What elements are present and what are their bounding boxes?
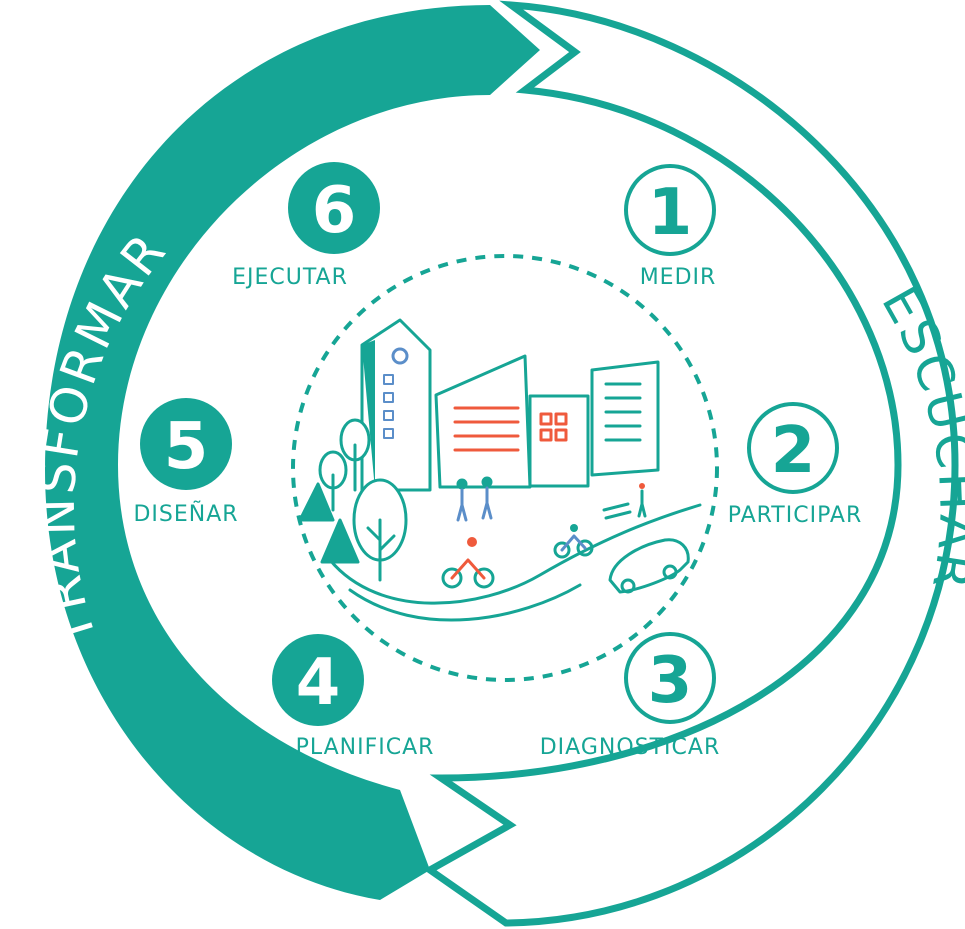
step-6-badge xyxy=(288,162,380,254)
step-4-label: PLANIFICAR xyxy=(296,735,435,760)
step-3-label: DIAGNOSTICAR xyxy=(540,735,721,760)
pedestrian-icon xyxy=(456,476,647,522)
road-line xyxy=(348,583,582,622)
step-1-badge xyxy=(624,164,716,256)
tree-icon xyxy=(298,418,408,582)
step-1: 1 MEDIR xyxy=(624,164,717,290)
step-2-label: PARTICIPAR xyxy=(728,503,863,528)
dashed-circle xyxy=(291,254,719,682)
step-4-badge xyxy=(272,634,364,726)
step-5: 5 DISEÑAR xyxy=(133,398,238,527)
escuchar-arrow xyxy=(423,0,959,927)
building-icon xyxy=(590,360,660,477)
step-6-number: 6 xyxy=(312,174,357,248)
step-5-number: 5 xyxy=(164,410,209,484)
step-1-number: 1 xyxy=(648,176,693,250)
step-4-number: 4 xyxy=(296,646,341,720)
step-4: 4 PLANIFICAR xyxy=(272,634,435,760)
step-6: 6 EJECUTAR xyxy=(232,162,380,290)
road-line xyxy=(328,503,702,605)
step-2-number: 2 xyxy=(771,414,816,488)
step-5-label: DISEÑAR xyxy=(133,500,238,527)
step-6-label: EJECUTAR xyxy=(232,265,348,290)
step-5-badge xyxy=(140,398,232,490)
building-icon xyxy=(434,354,532,489)
step-1-label: MEDIR xyxy=(640,265,717,290)
cyclist-icon xyxy=(441,524,594,589)
step-3-number: 3 xyxy=(648,644,693,718)
bench-icon xyxy=(602,502,632,520)
step-2-badge xyxy=(747,402,839,494)
transformar-arrow xyxy=(45,5,540,900)
city-illustration xyxy=(298,318,702,622)
step-2: 2 PARTICIPAR xyxy=(728,402,863,528)
step-3-badge xyxy=(624,632,716,724)
building-icon xyxy=(528,394,590,488)
building-icon xyxy=(360,318,432,492)
step-3: 3 DIAGNOSTICAR xyxy=(540,632,721,760)
car-icon xyxy=(608,538,690,594)
